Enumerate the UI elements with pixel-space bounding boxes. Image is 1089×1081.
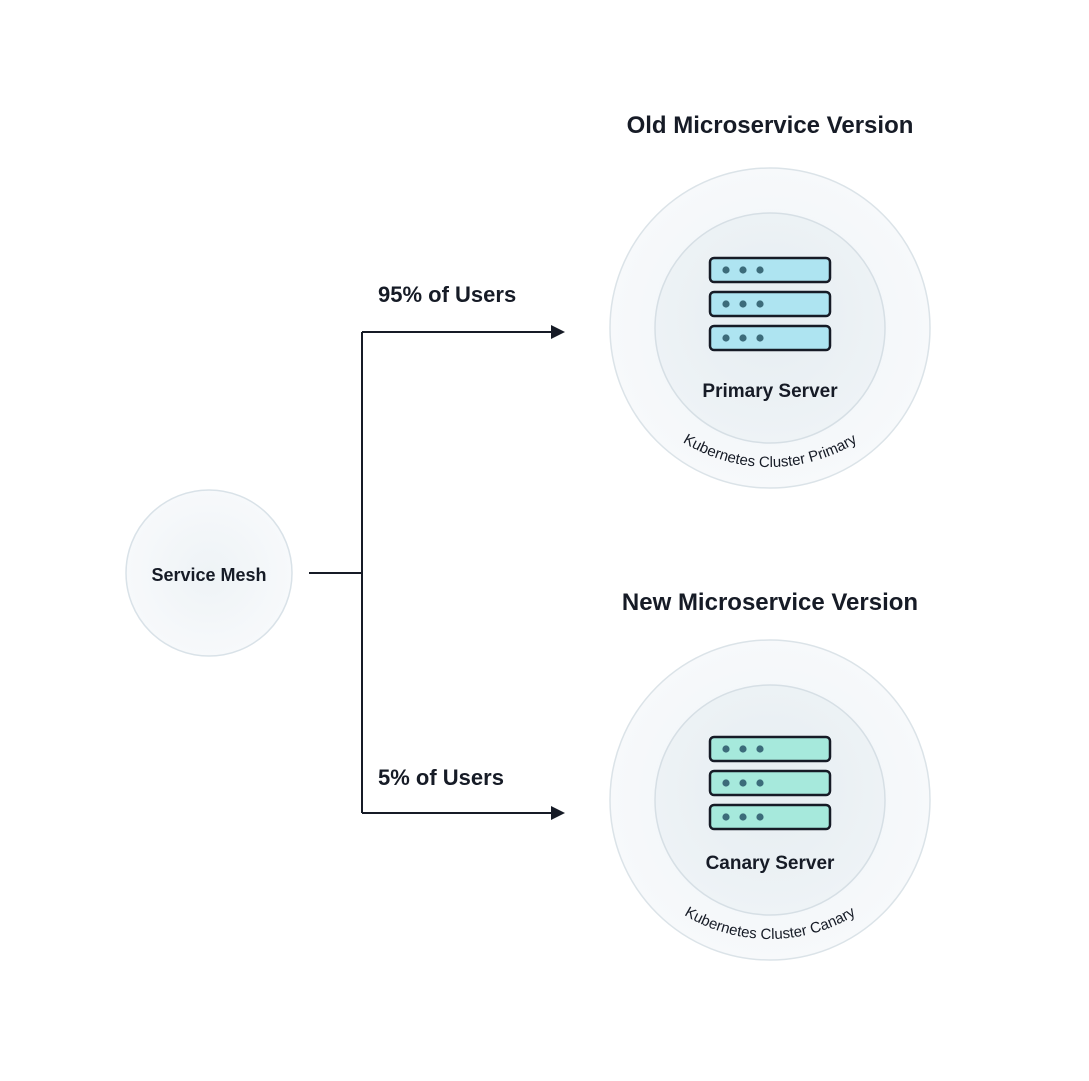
server-unit-1 xyxy=(708,256,832,284)
canary-cluster[interactable]: New Microservice Version Canary Server K… xyxy=(609,589,931,961)
canary-route-label: 5% of Users xyxy=(378,765,504,790)
service-mesh-label: Service Mesh xyxy=(151,565,266,585)
server-rack-icon xyxy=(708,256,832,352)
canary-server-label: Canary Server xyxy=(706,853,835,874)
server-unit-3 xyxy=(708,803,832,831)
primary-route-label: 95% of Users xyxy=(378,282,516,307)
primary-server-label: Primary Server xyxy=(702,381,838,402)
server-unit-2 xyxy=(708,769,832,797)
routing-connectors xyxy=(309,325,565,820)
server-unit-1 xyxy=(708,735,832,763)
service-mesh-circle xyxy=(125,489,293,657)
server-unit-3 xyxy=(708,324,832,352)
canary-server-circle xyxy=(654,684,886,916)
canary-cluster-heading: New Microservice Version xyxy=(622,589,918,616)
primary-cluster[interactable]: Old Microservice Version Primary Server … xyxy=(609,112,931,489)
server-rack-icon xyxy=(708,735,832,831)
service-mesh-node[interactable]: Service Mesh xyxy=(125,489,293,657)
primary-cluster-heading: Old Microservice Version xyxy=(627,112,914,139)
server-unit-2 xyxy=(708,290,832,318)
